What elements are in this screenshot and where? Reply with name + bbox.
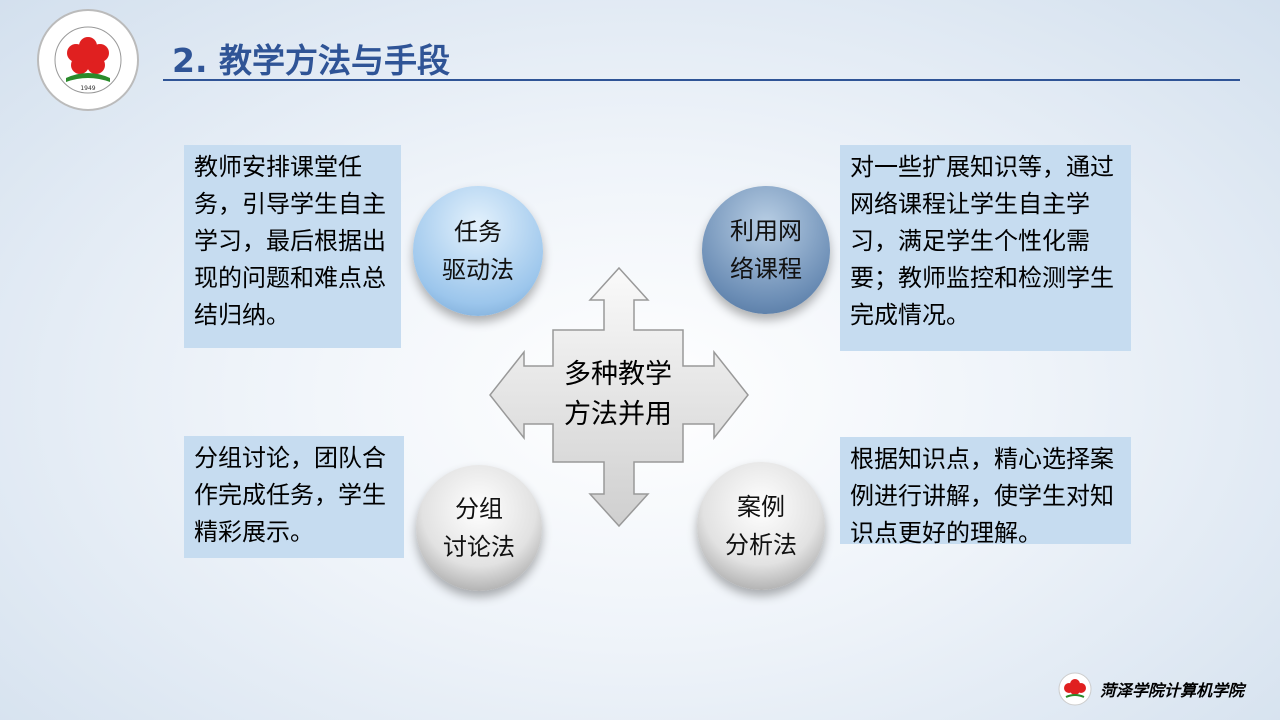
footer: 菏泽学院计算机学院 bbox=[1058, 672, 1244, 706]
method-description-task: 教师安排课堂任务，引导学生自主学习，最后根据出现的问题和难点总结归纳。 bbox=[184, 145, 401, 348]
footer-text: 菏泽学院计算机学院 bbox=[1100, 681, 1245, 700]
method-description-group: 分组讨论，团队合作完成任务，学生精彩展示。 bbox=[184, 436, 404, 558]
method-circle-label: 案例分析法 bbox=[725, 493, 797, 559]
cross-arrow-shape bbox=[489, 266, 749, 528]
center-label: 多种教学方法并用 bbox=[564, 359, 672, 430]
method-circle-line2: 络课程 bbox=[730, 255, 802, 283]
method-circle-group-discussion: 分组讨论法 bbox=[416, 465, 542, 591]
method-description-online: 对一些扩展知识等，通过网络课程让学生自主学习，满足学生个性化需要；教师监控和检测… bbox=[840, 145, 1131, 351]
method-circle-line1: 利用网 bbox=[730, 217, 802, 245]
method-circle-online-course: 利用网络课程 bbox=[702, 186, 830, 314]
method-circle-label: 分组讨论法 bbox=[443, 495, 515, 561]
method-circle-case-analysis: 案例分析法 bbox=[697, 462, 825, 590]
logo-year: 1949 bbox=[80, 85, 95, 92]
university-logo: 1949 bbox=[37, 9, 139, 111]
title-divider bbox=[163, 79, 1240, 81]
method-circle-label: 任务驱动法 bbox=[442, 218, 514, 284]
footer-logo-icon bbox=[1058, 672, 1092, 706]
page-title: 2. 教学方法与手段 bbox=[172, 41, 450, 80]
method-circle-task-driven: 任务驱动法 bbox=[413, 186, 543, 316]
method-description-case: 根据知识点，精心选择案例进行讲解，使学生对知识点更好的理解。 bbox=[840, 437, 1131, 547]
